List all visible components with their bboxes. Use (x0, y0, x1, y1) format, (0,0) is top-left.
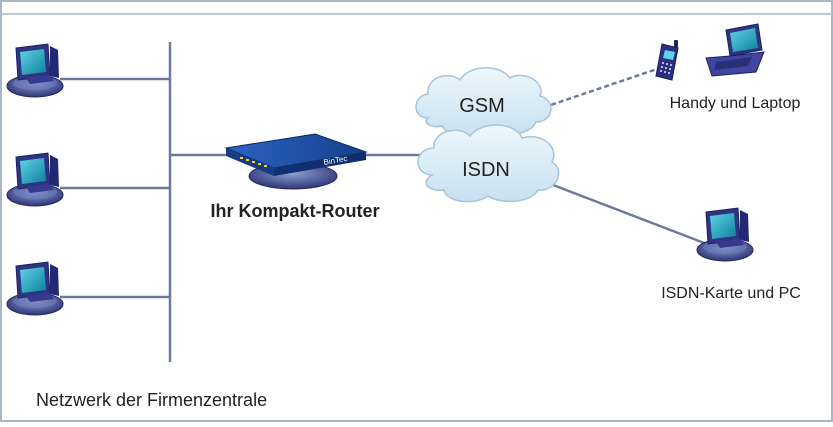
link-gsm-mobile (535, 66, 661, 112)
isdn-label: ISDN (462, 159, 510, 181)
monitor-icon (6, 43, 64, 98)
monitor-icon (6, 261, 64, 316)
laptop-icon (705, 23, 765, 77)
links (60, 42, 713, 362)
mobile-devices-label: Handy und Laptop (670, 95, 801, 112)
router-brand-label: BinTec (323, 154, 348, 167)
isdn-cloud-icon (417, 124, 560, 203)
isdn-pc-label: ISDN-Karte und PC (661, 285, 801, 302)
network-label: Netzwerk der Firmenzentrale (36, 390, 267, 410)
mobile-phone-icon (655, 40, 679, 81)
monitor-icon (6, 152, 64, 207)
link-isdn-pc (539, 178, 713, 248)
monitor-icon (696, 207, 754, 262)
gsm-label: GSM (459, 95, 505, 117)
router-label: Ihr Kompakt-Router (210, 201, 379, 221)
router-icon: BinTec (224, 133, 368, 190)
